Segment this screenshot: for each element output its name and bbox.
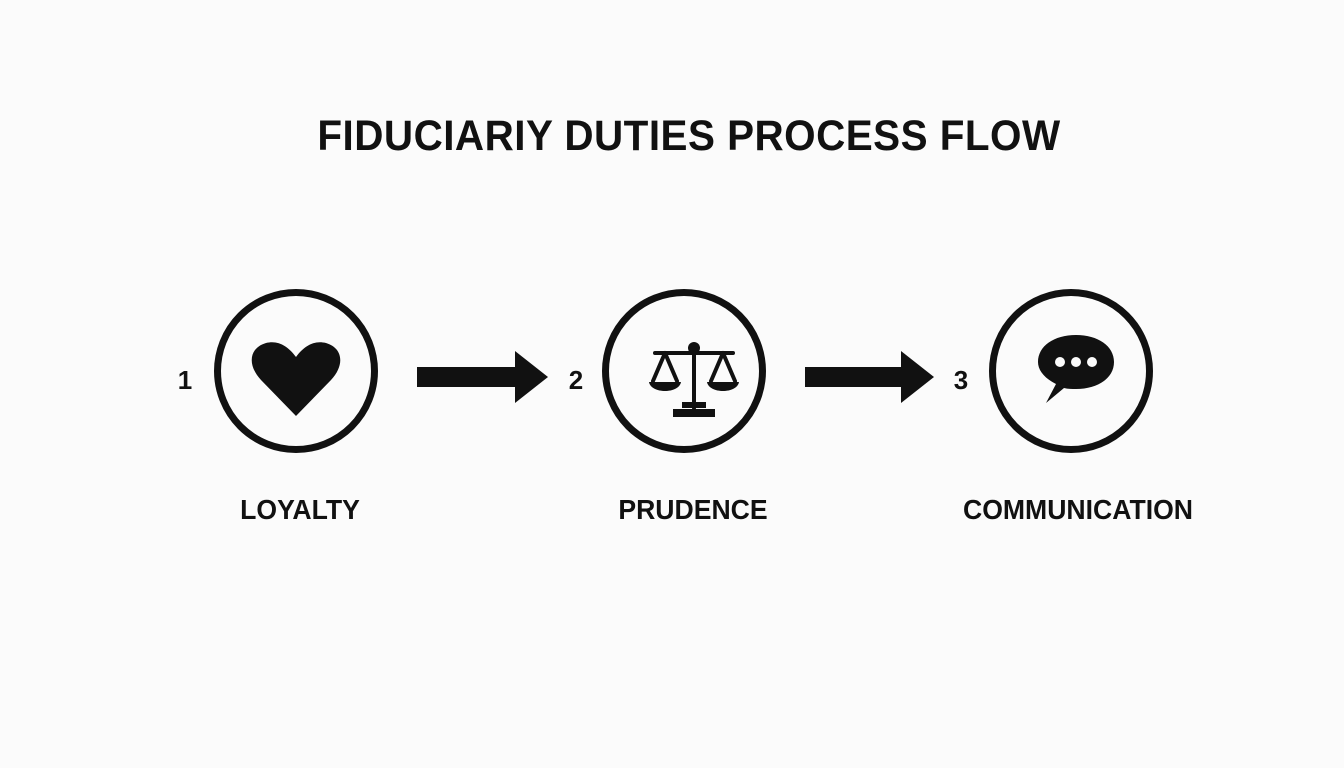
step-2-label: PRUDENCE	[618, 494, 768, 525]
step-3-circle	[989, 289, 1153, 453]
scales-of-justice-icon	[649, 342, 739, 417]
step-1-label: LOYALTY	[240, 494, 360, 525]
arrow-1-icon	[417, 351, 548, 403]
step-2-number: 2	[568, 365, 584, 395]
step-2-circle	[602, 289, 766, 453]
arrow-2-icon	[805, 351, 934, 403]
speech-bubble-icon	[1038, 335, 1114, 403]
step-3-number: 3	[953, 365, 969, 395]
step-1-number: 1	[177, 365, 193, 395]
step-1-circle	[214, 289, 378, 453]
diagram-title: FIDUCIARIY DUTIES PROCESS FLOW	[317, 112, 1061, 160]
heart-icon	[251, 342, 341, 416]
step-3-label: COMMUNICATION	[962, 494, 1194, 525]
